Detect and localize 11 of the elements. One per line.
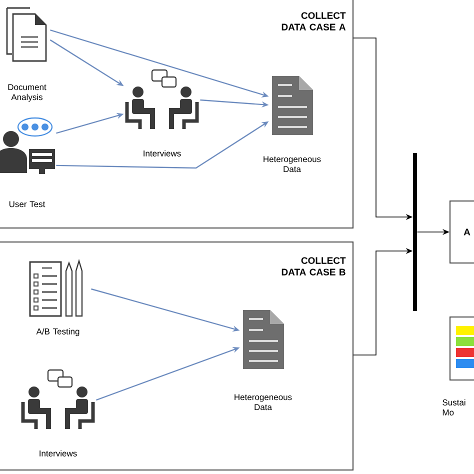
panel-heading: COLLECT DATA CASE A bbox=[282, 12, 346, 30]
node-label: Interviews bbox=[40, 450, 77, 456]
node-label: Document Analysis bbox=[8, 84, 46, 102]
node-label: Interviews bbox=[144, 150, 181, 156]
node-label: Heterogeneous Data bbox=[234, 394, 292, 410]
node-label: A/B Testing bbox=[36, 328, 80, 336]
panel-heading: COLLECT DATA CASE B bbox=[282, 257, 346, 276]
node-label: Heterogeneous Data bbox=[264, 156, 321, 172]
node-label: User Test bbox=[9, 201, 46, 208]
process-box: A bbox=[450, 200, 474, 264]
node-label: Sustai Mo bbox=[442, 399, 466, 416]
